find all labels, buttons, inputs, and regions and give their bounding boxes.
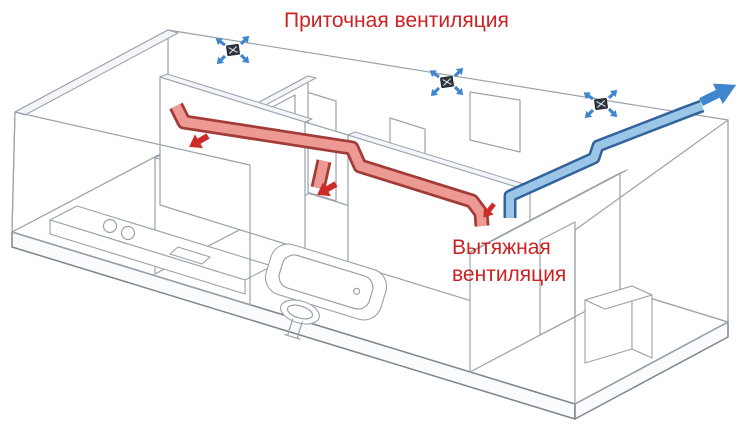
- kitchen-counter: [49, 205, 273, 295]
- front-wall-outline: [11, 111, 251, 306]
- exhaust-label-line2: вентиляция: [452, 263, 567, 286]
- cabinet: [584, 285, 653, 364]
- exhaust-label-line1: Вытяжная: [452, 236, 551, 259]
- exhaust-duct: [503, 99, 705, 218]
- washbasin: [280, 299, 320, 340]
- supply-ventilation-title: Приточная вентиляция: [284, 9, 509, 32]
- right-wall-outline: [574, 119, 729, 405]
- back-wall-window: [469, 91, 521, 153]
- supply-duct: [169, 102, 490, 227]
- exhaust-ventilation-label: Вытяжная вентиляция: [452, 234, 566, 288]
- bathtub: [264, 243, 388, 321]
- building-cutaway: [11, 29, 729, 420]
- exhaust-exit-arrow-icon: [696, 74, 742, 113]
- partition-wall-right: [469, 169, 628, 373]
